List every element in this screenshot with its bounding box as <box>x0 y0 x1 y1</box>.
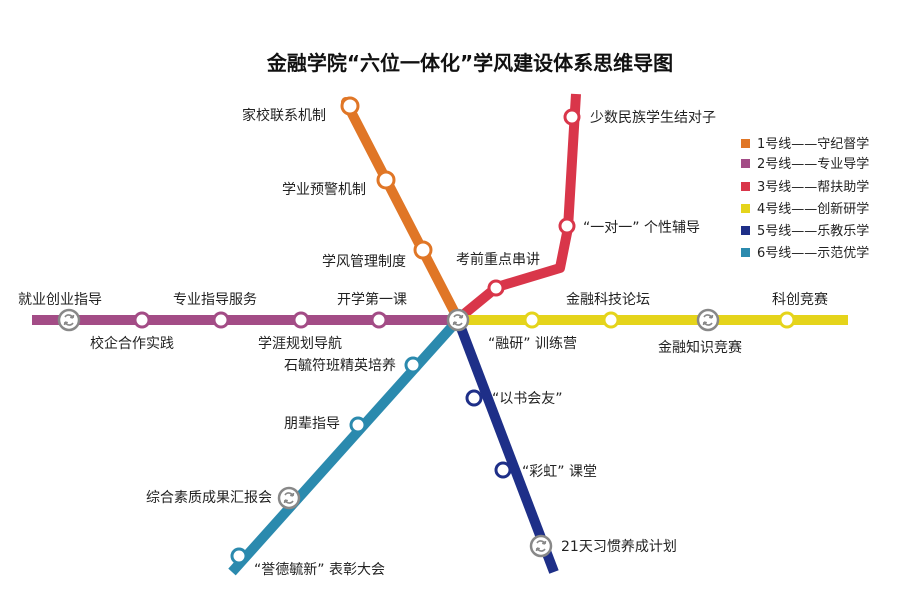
line1-track <box>341 97 463 324</box>
legend-item-line3: 3号线——帮扶助学 <box>741 179 869 195</box>
transfer-icon <box>277 486 301 510</box>
legend-swatch <box>741 182 750 191</box>
station-label-l2-a: 就业创业指导 <box>18 292 102 308</box>
station-label-l3-c: 考前重点串讲 <box>456 251 540 268</box>
legend-swatch <box>741 226 750 235</box>
transfer-stations <box>57 308 720 558</box>
station-label-l5-c: 21天习惯养成计划 <box>561 538 677 555</box>
stations <box>133 96 796 565</box>
station-label-l6-b: 朋辈指导 <box>284 416 340 432</box>
station-l3-a <box>563 108 581 126</box>
station-l2-c <box>212 311 230 329</box>
legend-swatch <box>741 204 750 213</box>
transfer-icon <box>446 308 470 332</box>
legend-item-line6: 6号线——示范优学 <box>741 245 869 261</box>
line3-track <box>454 93 581 323</box>
station-label-l2-e: 开学第一课 <box>337 291 407 308</box>
station-l6-b <box>349 416 367 434</box>
station-label-l5-a: “以书会友” <box>492 391 563 407</box>
legend-swatch <box>741 139 750 148</box>
station-label-l2-c: 专业指导服务 <box>173 292 257 308</box>
station-label-l3-a: 少数民族学生结对子 <box>590 110 716 126</box>
legend: 1号线——守纪督学 2号线——专业导学 3号线——帮扶助学 4号线——创新研学 … <box>741 136 869 261</box>
legend-label: 4号线——创新研学 <box>757 201 869 217</box>
legend-label: 1号线——守纪督学 <box>757 136 869 152</box>
station-l1-b <box>376 170 396 190</box>
station-l4-a <box>523 311 541 329</box>
station-label-l6-d: “誉德毓新” 表彰大会 <box>254 561 385 578</box>
station-l5-b <box>494 461 512 479</box>
legend-swatch <box>741 248 750 257</box>
legend-label: 3号线——帮扶助学 <box>757 179 869 195</box>
page-title: 金融学院“六位一体化”学风建设体系思维导图 <box>266 51 673 75</box>
station-label-l4-c: 金融知识竞赛 <box>658 339 742 356</box>
station-label-l5-b: “彩虹” 课堂 <box>522 464 597 480</box>
transfer-icon <box>57 308 81 332</box>
station-l2-e <box>370 311 388 329</box>
legend-item-line2: 2号线——专业导学 <box>741 156 869 172</box>
station-label-l3-b: “一对一” 个性辅导 <box>583 220 700 236</box>
station-label-l4-a: “融研” 训练营 <box>488 336 577 352</box>
station-l3-b <box>558 217 576 235</box>
station-label-l1-a: 家校联系机制 <box>242 107 326 124</box>
legend-item-line5: 5号线——乐教乐学 <box>741 223 869 239</box>
transfer-icon <box>529 534 553 558</box>
station-l6-d <box>230 547 248 565</box>
station-l1-a <box>340 96 360 116</box>
station-l4-d <box>778 311 796 329</box>
station-label-l6-a: 石毓符班精英培养 <box>284 357 396 374</box>
transfer-icon <box>696 308 720 332</box>
station-label-l6-c: 综合素质成果汇报会 <box>146 490 272 506</box>
legend-label: 6号线——示范优学 <box>757 245 869 261</box>
station-label-l1-b: 学业预警机制 <box>282 182 366 198</box>
station-label-l4-d: 科创竞赛 <box>772 291 828 308</box>
station-l3-c <box>487 279 505 297</box>
station-l1-c <box>413 240 433 260</box>
legend-item-line1: 1号线——守纪督学 <box>741 136 869 152</box>
station-l5-a <box>465 389 483 407</box>
legend-swatch <box>741 159 750 168</box>
legend-label: 2号线——专业导学 <box>757 156 869 172</box>
station-label-l4-b: 金融科技论坛 <box>566 292 650 308</box>
station-l2-b <box>133 311 151 329</box>
station-labels: 家校联系机制 学业预警机制 学风管理制度 就业创业指导 校企合作实践 专业指导服… <box>18 107 828 578</box>
station-label-l1-c: 学风管理制度 <box>322 254 406 270</box>
legend-label: 5号线——乐教乐学 <box>757 223 869 239</box>
station-l4-b <box>602 311 620 329</box>
station-l2-d <box>292 311 310 329</box>
legend-item-line4: 4号线——创新研学 <box>741 201 869 217</box>
station-label-l2-b: 校企合作实践 <box>90 335 174 352</box>
line5-track <box>453 318 559 574</box>
station-l6-a <box>404 356 422 374</box>
station-label-l2-d: 学涯规划导航 <box>258 336 342 352</box>
